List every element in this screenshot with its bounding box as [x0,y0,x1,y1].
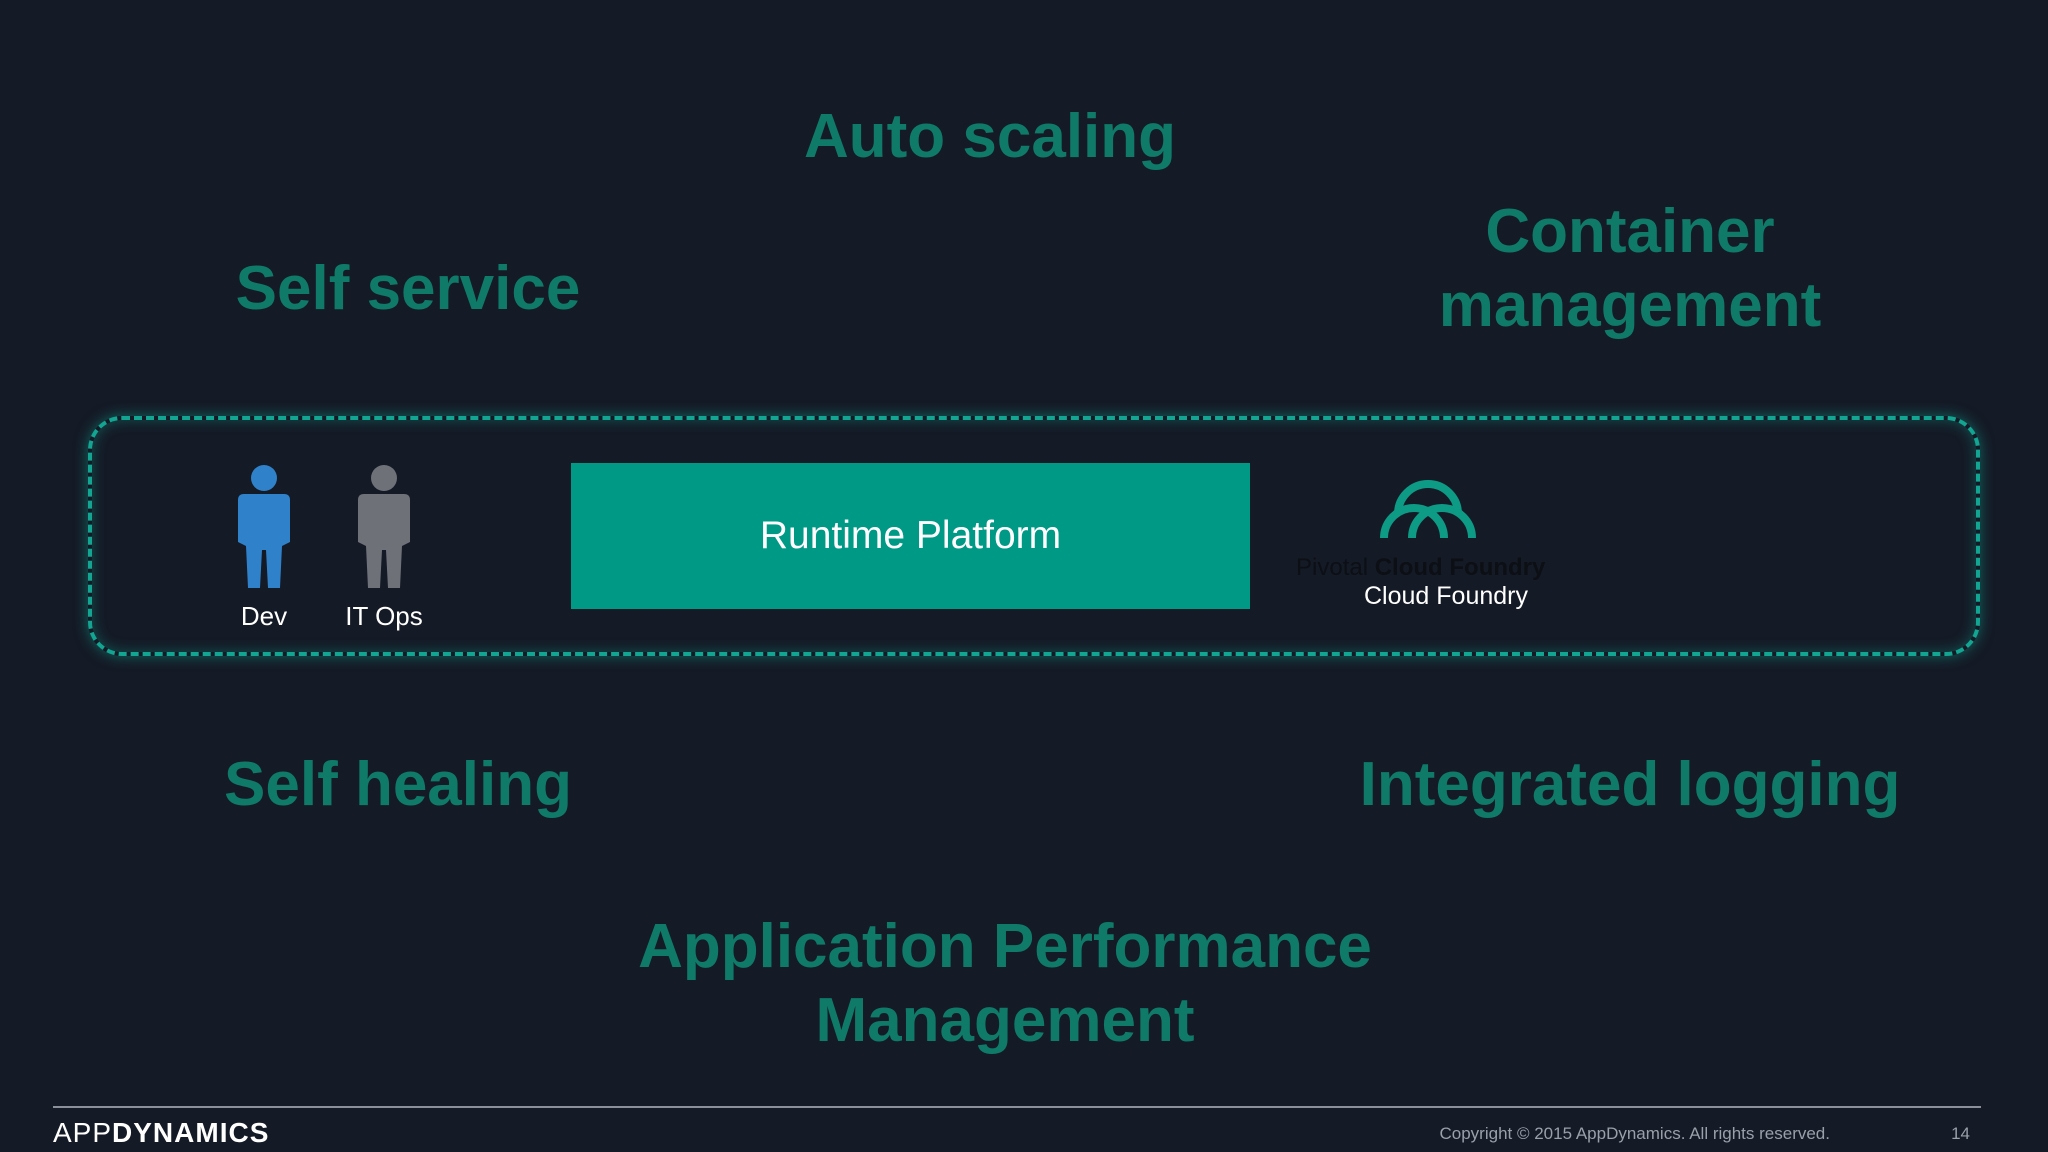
feature-container-management: Container management [1330,195,1930,343]
feature-apm-line1: Application Performance [638,912,1372,981]
page-number: 14 [1951,1124,1970,1143]
brand-part2: DYNAMICS [112,1117,270,1148]
runtime-platform-label: Runtime Platform [759,514,1062,557]
cloud-foundry-logo-icon [1380,480,1476,539]
pivotal-cloud-foundry-wordmark: Pivotal Cloud Foundry [1296,554,1566,582]
feature-container-line1: Container [1485,197,1775,266]
copyright-text: Copyright © 2015 AppDynamics. All rights… [1439,1124,1831,1143]
feature-self-healing-text: Self healing [224,750,572,819]
feature-integrated-logging: Integrated logging [1330,748,1930,822]
feature-container-line2: management [1438,271,1822,340]
feature-self-service: Self service [158,252,658,326]
footer-divider [53,1106,1981,1108]
feature-self-healing: Self healing [148,748,648,822]
it-ops-label: IT Ops [345,601,423,631]
feature-auto-scaling: Auto scaling [640,100,1340,174]
dev-label: Dev [240,601,288,631]
it-ops-person-icon [358,465,410,588]
dev-person-icon [238,465,290,588]
feature-apm: Application Performance Management [605,910,1405,1058]
feature-apm-line2: Management [815,986,1195,1055]
feature-auto-scaling-text: Auto scaling [803,102,1177,171]
brand-part1: APP [53,1117,113,1148]
pcf-wordmark-bold: Cloud Foundry [1374,554,1546,581]
cloud-foundry-caption: Cloud Foundry [1364,582,1528,610]
appdynamics-logo: APPDYNAMICS [53,1117,269,1149]
feature-self-service-text: Self service [235,254,581,323]
runtime-platform-box: Runtime Platform [571,463,1250,609]
feature-integrated-logging-text: Integrated logging [1359,750,1901,819]
platform-frame [88,416,1980,656]
pcf-wordmark-light: Pivotal [1296,554,1369,581]
